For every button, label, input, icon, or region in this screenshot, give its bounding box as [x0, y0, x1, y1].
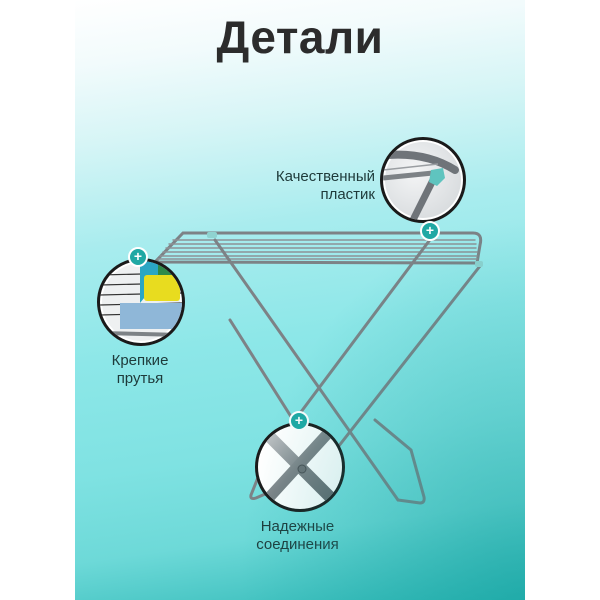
joints-plus-icon[interactable]: + [289, 411, 309, 431]
callout-rods-line2: прутья [116, 370, 164, 387]
callout-rods-line1: Крепкие [111, 352, 169, 369]
product-card: Детали [75, 0, 525, 600]
callout-plastic-line2: пластик [320, 186, 375, 203]
callout-joints-line2: соединения [256, 536, 339, 553]
callout-rods-image [97, 258, 185, 346]
callout-joints-label: Надежные соединения [235, 518, 360, 554]
rods-with-clothes-closeup [100, 261, 182, 337]
page-title: Детали [216, 11, 384, 63]
callout-joints-image [255, 422, 345, 512]
callout-plastic-label: Качественный пластик [255, 168, 375, 204]
callout-rods-label: Крепкие прутья [85, 352, 195, 388]
joint-closeup [260, 425, 342, 509]
plastic-plus-icon[interactable]: + [420, 221, 440, 241]
plastic-clip-closeup [383, 150, 459, 220]
callout-joints-line1: Надежные [260, 518, 335, 535]
callout-plastic-line1: Качественный [275, 168, 375, 185]
callout-plastic-image [380, 137, 466, 223]
rods-plus-icon[interactable]: + [128, 247, 148, 267]
